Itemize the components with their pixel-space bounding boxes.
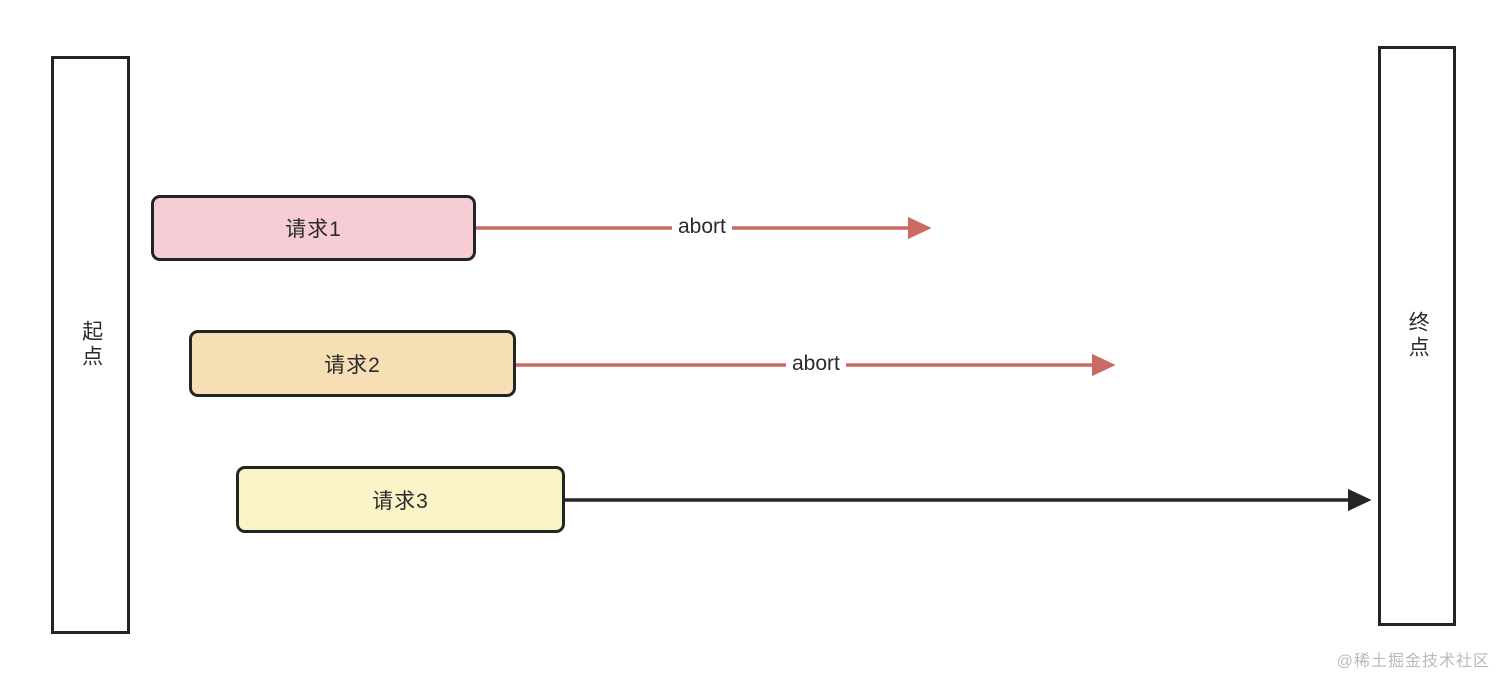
lifeline-start-label: 起点: [79, 320, 103, 370]
request-box-2-label: 请求2: [324, 353, 381, 377]
request-box-2[interactable]: 请求2: [189, 330, 516, 397]
request-box-3[interactable]: 请求3: [236, 466, 565, 533]
lifeline-end: 终点: [1378, 46, 1456, 626]
arrow-label-request-2: abort: [786, 352, 846, 376]
request-box-1-label: 请求1: [285, 218, 342, 241]
arrow-label-request-1: abort: [672, 215, 732, 239]
request-box-1[interactable]: 请求1: [151, 195, 476, 261]
lifeline-end-label: 终点: [1406, 311, 1430, 361]
watermark: @稀土掘金技术社区: [1336, 653, 1490, 670]
lifeline-start: 起点: [51, 56, 130, 634]
request-box-3-label: 请求3: [372, 489, 429, 513]
